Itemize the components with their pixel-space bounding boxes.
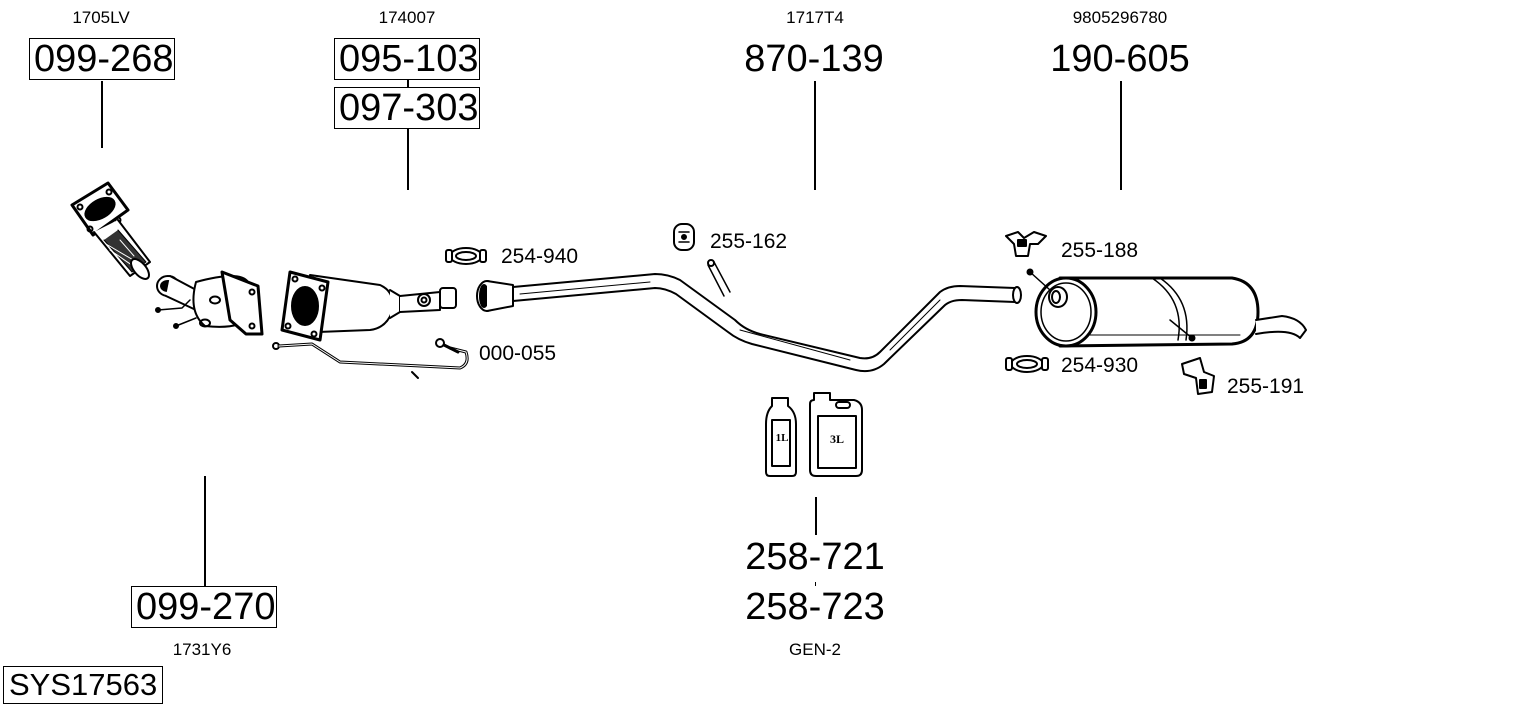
leader-line-097-303 [407, 129, 409, 190]
part-number-870-139[interactable]: 870-139 [744, 38, 884, 80]
hanger-255-188-icon[interactable] [1006, 232, 1046, 256]
bottle-label-1l: 1L [775, 432, 789, 444]
leader-line-190-605 [1120, 81, 1122, 190]
middle-pipe-drawing[interactable] [477, 260, 1021, 371]
rubber-mount-255-162-icon[interactable] [674, 224, 694, 250]
additive-bottle-3l[interactable] [810, 393, 862, 476]
leader-line-099-268 [101, 81, 103, 148]
rear-silencer-drawing[interactable] [1028, 270, 1307, 347]
additive-bottle-1l[interactable] [766, 398, 796, 476]
oem-ref-catalyst: 1731Y6 [172, 640, 232, 659]
part-number-190-605[interactable]: 190-605 [1050, 38, 1190, 80]
part-number-099-268[interactable]: 099-268 [29, 38, 175, 80]
part-number-095-103[interactable]: 095-103 [334, 38, 480, 80]
oem-ref-middle-pipe: 1717T4 [786, 8, 844, 27]
part-number-099-270[interactable]: 099-270 [131, 586, 277, 628]
system-code: SYS17563 [3, 666, 164, 704]
leader-line-258-723 [815, 582, 816, 586]
accessory-label-000-055[interactable]: 000-055 [479, 342, 557, 365]
bottle-label-3l: 3L [829, 432, 844, 446]
accessory-label-254-930[interactable]: 254-930 [1061, 354, 1139, 377]
bracket-255-191-icon[interactable] [1182, 358, 1214, 394]
accessory-label-254-940[interactable]: 254-940 [501, 245, 579, 268]
oem-ref-rear-silencer: 9805296780 [1072, 8, 1168, 27]
leader-line-870-139 [814, 81, 816, 190]
oem-ref-additive: GEN-2 [789, 640, 841, 659]
sensor-pipe-drawing[interactable] [273, 339, 467, 378]
accessory-label-255-188[interactable]: 255-188 [1061, 239, 1139, 262]
accessory-label-255-162[interactable]: 255-162 [710, 230, 788, 253]
clamp-254-940-icon[interactable] [446, 248, 486, 264]
part-number-258-723[interactable]: 258-723 [745, 586, 885, 628]
oem-ref-dpf: 174007 [378, 8, 436, 27]
accessory-label-255-191[interactable]: 255-191 [1227, 375, 1305, 398]
clamp-254-930-icon[interactable] [1006, 356, 1048, 372]
part-number-258-721[interactable]: 258-721 [745, 536, 885, 578]
leader-line-258-721 [815, 497, 817, 535]
leader-line-095-097 [407, 80, 409, 88]
oem-ref-front-pipe: 1705LV [72, 8, 130, 27]
part-number-097-303[interactable]: 097-303 [334, 87, 480, 129]
leader-line-099-270 [204, 476, 206, 587]
dpf-drawing[interactable] [282, 272, 456, 340]
catalyst-drawing[interactable] [156, 272, 262, 334]
front-flex-pipe-drawing[interactable] [72, 183, 152, 282]
